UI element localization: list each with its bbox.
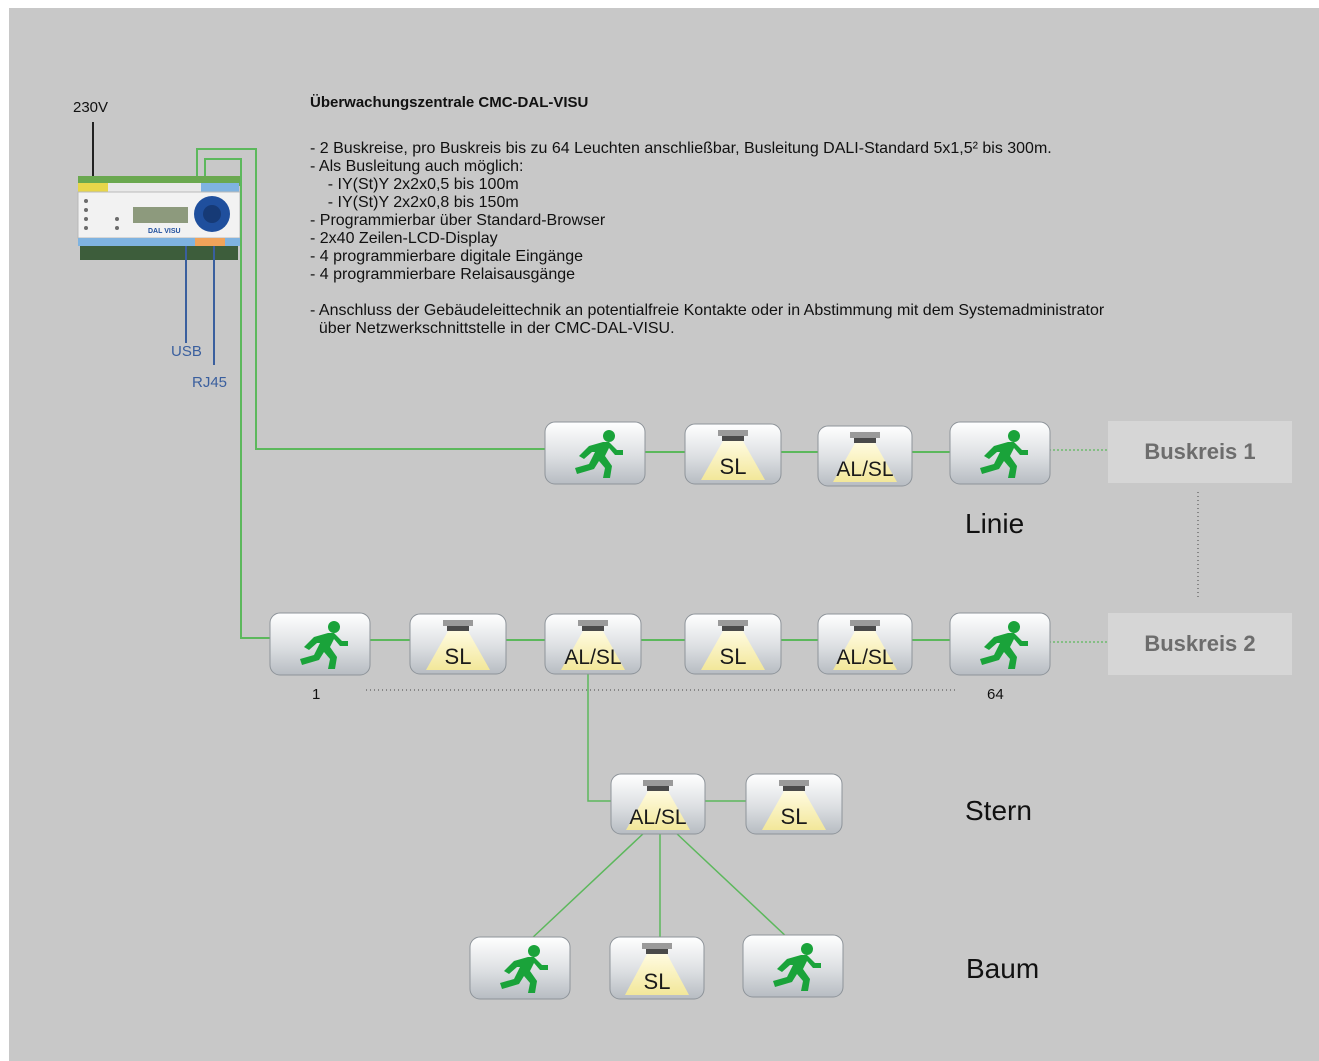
sl-luminaire: SL xyxy=(409,613,507,675)
alsl-label: AL/SL xyxy=(629,806,686,829)
light-beam-icon xyxy=(701,631,765,670)
info-line: - 4 programmierbare Relaisausgänge xyxy=(310,266,576,283)
light-beam-icon xyxy=(626,791,690,830)
info-line: - IY(St)Y 2x2x0,5 bis 100m xyxy=(310,176,519,193)
light-beam-icon xyxy=(833,443,897,482)
buskreis-2-label: Buskreis 2 xyxy=(1108,613,1292,675)
alsl-label: AL/SL xyxy=(836,458,893,481)
info-line: über Netzwerkschnittstelle in der CMC-DA… xyxy=(310,320,675,337)
ceiling-fixture-icon xyxy=(718,620,748,626)
range-start: 1 xyxy=(312,686,321,703)
sl-luminaire: SL xyxy=(684,613,782,675)
topology-stern: Stern xyxy=(965,795,1032,826)
usb-label: USB xyxy=(171,343,202,360)
alsl-label: AL/SL xyxy=(836,646,893,669)
light-beam-icon xyxy=(426,631,490,670)
sl-luminaire: SL xyxy=(609,936,705,1000)
buskreis-2-wire xyxy=(204,158,951,641)
terminal-block-top xyxy=(78,176,240,186)
terminal-block-bottom xyxy=(80,246,238,260)
sl-label: SL xyxy=(781,804,808,829)
sl-label: SL xyxy=(445,644,472,669)
alsl-luminaire: AL/SL xyxy=(544,613,642,675)
light-beam-icon xyxy=(625,954,689,995)
topology-baum: Baum xyxy=(966,953,1040,984)
ceiling-fixture-icon xyxy=(643,780,673,786)
info-line: - IY(St)Y 2x2x0,8 bis 150m xyxy=(310,194,519,211)
info-line: - Programmierbar über Standard-Browser xyxy=(310,212,606,229)
alsl-luminaire: AL/SL xyxy=(817,613,913,675)
info-line: - 2x40 Zeilen-LCD-Display xyxy=(310,230,498,247)
exit-sign-luminaire xyxy=(544,421,646,485)
controller-device: DAL VISU xyxy=(77,122,241,365)
buskreis-1-wire xyxy=(196,148,951,453)
alsl-label: AL/SL xyxy=(564,646,621,669)
ceiling-fixture-icon xyxy=(443,620,473,626)
sl-label: SL xyxy=(720,644,747,669)
buskreis-1-label: Buskreis 1 xyxy=(1108,421,1292,483)
ceiling-fixture-icon xyxy=(850,620,880,626)
info-line: - 2 Buskreise, pro Buskreis bis zu 64 Le… xyxy=(310,140,1052,157)
power-label: 230V xyxy=(73,99,109,116)
info-line: - Als Busleitung auch möglich: xyxy=(310,158,524,175)
info-title: Überwachungszentrale CMC-DAL-VISU xyxy=(310,94,589,111)
rj45-label: RJ45 xyxy=(192,374,228,391)
info-line: - 4 programmierbare digitale Eingänge xyxy=(310,248,584,265)
info-line: - Anschluss der Gebäudeleittechnik an po… xyxy=(310,302,1105,319)
info-line xyxy=(310,284,1104,302)
ceiling-fixture-icon xyxy=(779,780,809,786)
exit-sign-luminaire xyxy=(269,612,371,676)
exit-sign-luminaire xyxy=(949,421,1051,485)
sl-label: SL xyxy=(720,454,747,479)
alsl-luminaire: AL/SL xyxy=(817,425,913,487)
device-label: DAL VISU xyxy=(148,228,181,235)
sl-luminaire: SL xyxy=(745,773,843,835)
alsl-luminaire: AL/SL xyxy=(610,773,706,835)
lcd-display xyxy=(133,207,188,223)
sl-label: SL xyxy=(644,969,671,994)
topology-linie: Linie xyxy=(965,508,1025,539)
exit-sign-luminaire xyxy=(742,934,844,998)
light-beam-icon xyxy=(833,631,897,670)
exit-sign-luminaire xyxy=(949,612,1051,676)
ceiling-fixture-icon xyxy=(578,620,608,626)
light-beam-icon xyxy=(701,441,765,480)
light-beam-icon xyxy=(561,631,625,670)
range-end: 64 xyxy=(987,686,1004,703)
star-tree-wire xyxy=(529,668,791,941)
exit-sign-luminaire xyxy=(469,936,571,1000)
ceiling-fixture-icon xyxy=(642,943,672,949)
info-list: - 2 Buskreise, pro Buskreis bis zu 64 Le… xyxy=(310,140,1104,338)
light-beam-icon xyxy=(762,791,826,830)
sl-luminaire: SL xyxy=(684,423,782,485)
ceiling-fixture-icon xyxy=(850,432,880,438)
ceiling-fixture-icon xyxy=(718,430,748,436)
